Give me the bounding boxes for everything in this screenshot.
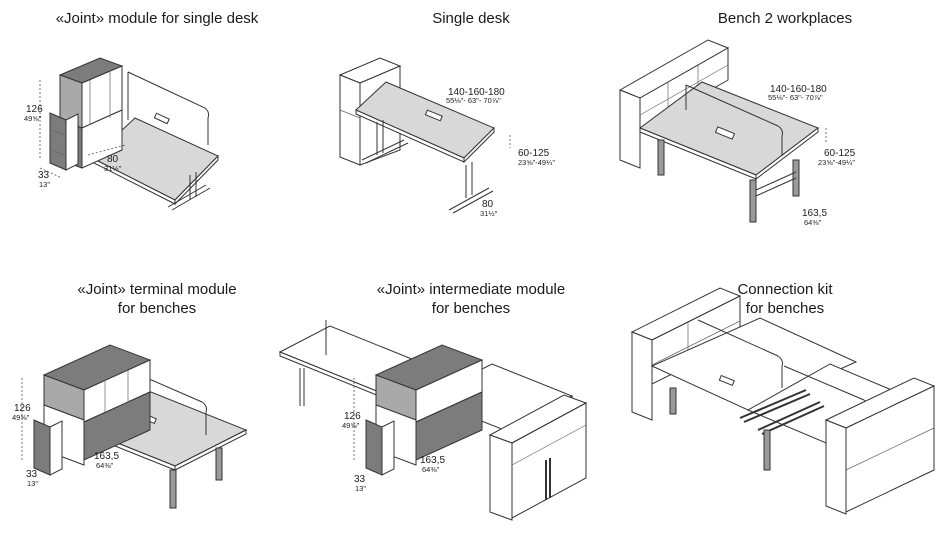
- panel-title: Connection kit for benches: [628, 280, 942, 318]
- title-line: Single desk: [432, 10, 510, 27]
- panel-title: «Joint» module for single desk: [0, 9, 314, 28]
- dim-length-in: 55⅛"- 63"- 70⅞": [446, 96, 501, 105]
- title-line: for benches: [431, 300, 511, 317]
- joint-intermediate-module-drawing: 126 49⅝" 33 13" 163,5 64⅜": [278, 320, 588, 521]
- dim-depth-in: 13": [355, 484, 366, 493]
- dim-height: 126: [14, 403, 31, 414]
- dim-height: 126: [344, 411, 361, 422]
- title-line: «Joint» module for single desk: [55, 10, 259, 27]
- panel-joint-terminal-module: «Joint» terminal module for benches 126 …: [0, 270, 314, 539]
- panel-single-desk: Single desk 140-160-180 55⅛"- 63"- 70⅞" …: [314, 0, 628, 269]
- joint-module-single-desk-drawing: 126 49⅝" 33 13" 80 31½": [24, 57, 219, 211]
- panel-title: Single desk: [314, 9, 628, 28]
- dim-width: 163,5: [420, 455, 445, 466]
- panel-bench-2-workplaces: Bench 2 workplaces 140-160-180 55⅛"- 63"…: [618, 0, 942, 269]
- panel-title: «Joint» intermediate module for benches: [314, 280, 628, 318]
- joint-terminal-module-drawing: 126 49⅝" 33 13" 163,5 64⅜": [12, 344, 248, 509]
- dim-height-in: 49⅝": [24, 114, 42, 123]
- panel-joint-intermediate-module: «Joint» intermediate module for benches …: [278, 270, 628, 539]
- panel-joint-module-single-desk: «Joint» module for single desk 126 49⅝" …: [0, 0, 314, 269]
- dim-height-in: 23⅝"-49¼": [518, 158, 555, 167]
- title-line: for benches: [117, 300, 197, 317]
- dim-depth-in: 13": [27, 479, 38, 488]
- dim-height: 60-125: [824, 148, 856, 159]
- dim-length-in: 55⅛"- 63"- 70⅞": [768, 93, 823, 102]
- bench-2-workplaces-drawing: 140-160-180 55⅛"- 63"- 70⅞" 60-125 23⅝"-…: [618, 39, 856, 227]
- dim-length: 140-160-180: [448, 87, 505, 98]
- dim-width: 163,5: [94, 451, 119, 462]
- dim-depth: 33: [354, 474, 366, 485]
- title-line: «Joint» intermediate module: [376, 281, 566, 298]
- dim-length: 140-160-180: [770, 84, 827, 95]
- title-line: Connection kit: [737, 281, 833, 298]
- title-line: Bench 2 workplaces: [717, 10, 853, 27]
- dim-width: 80: [482, 199, 494, 210]
- dim-height: 60-125: [518, 148, 550, 159]
- connection-kit-drawing: [630, 287, 936, 515]
- dim-depth: 33: [26, 469, 38, 480]
- panel-title: Bench 2 workplaces: [628, 9, 942, 28]
- panel-connection-kit: Connection kit for benches: [628, 270, 942, 539]
- dim-height-in: 49⅝": [342, 421, 360, 430]
- title-line: «Joint» terminal module: [77, 281, 237, 298]
- dim-width-in: 64⅜": [422, 465, 440, 474]
- dim-depth: 33: [38, 170, 50, 181]
- dim-width-in: 64⅜": [96, 461, 114, 470]
- title-line: for benches: [745, 300, 825, 317]
- dim-height-in: 49⅝": [12, 413, 30, 422]
- dim-width-in: 31½": [480, 209, 498, 218]
- dim-depth-in: 13": [39, 180, 50, 189]
- dim-width: 80: [107, 154, 119, 165]
- dim-depth: 163,5: [802, 208, 827, 219]
- single-desk-drawing: 140-160-180 55⅛"- 63"- 70⅞" 60-125 23⅝"-…: [338, 57, 555, 218]
- panel-title: «Joint» terminal module for benches: [0, 280, 314, 318]
- dim-height: 126: [26, 104, 43, 115]
- dim-height-in: 23⅝"-49¼": [818, 158, 855, 167]
- dim-depth-in: 64⅜": [804, 218, 822, 227]
- dim-width-in: 31½": [104, 164, 122, 173]
